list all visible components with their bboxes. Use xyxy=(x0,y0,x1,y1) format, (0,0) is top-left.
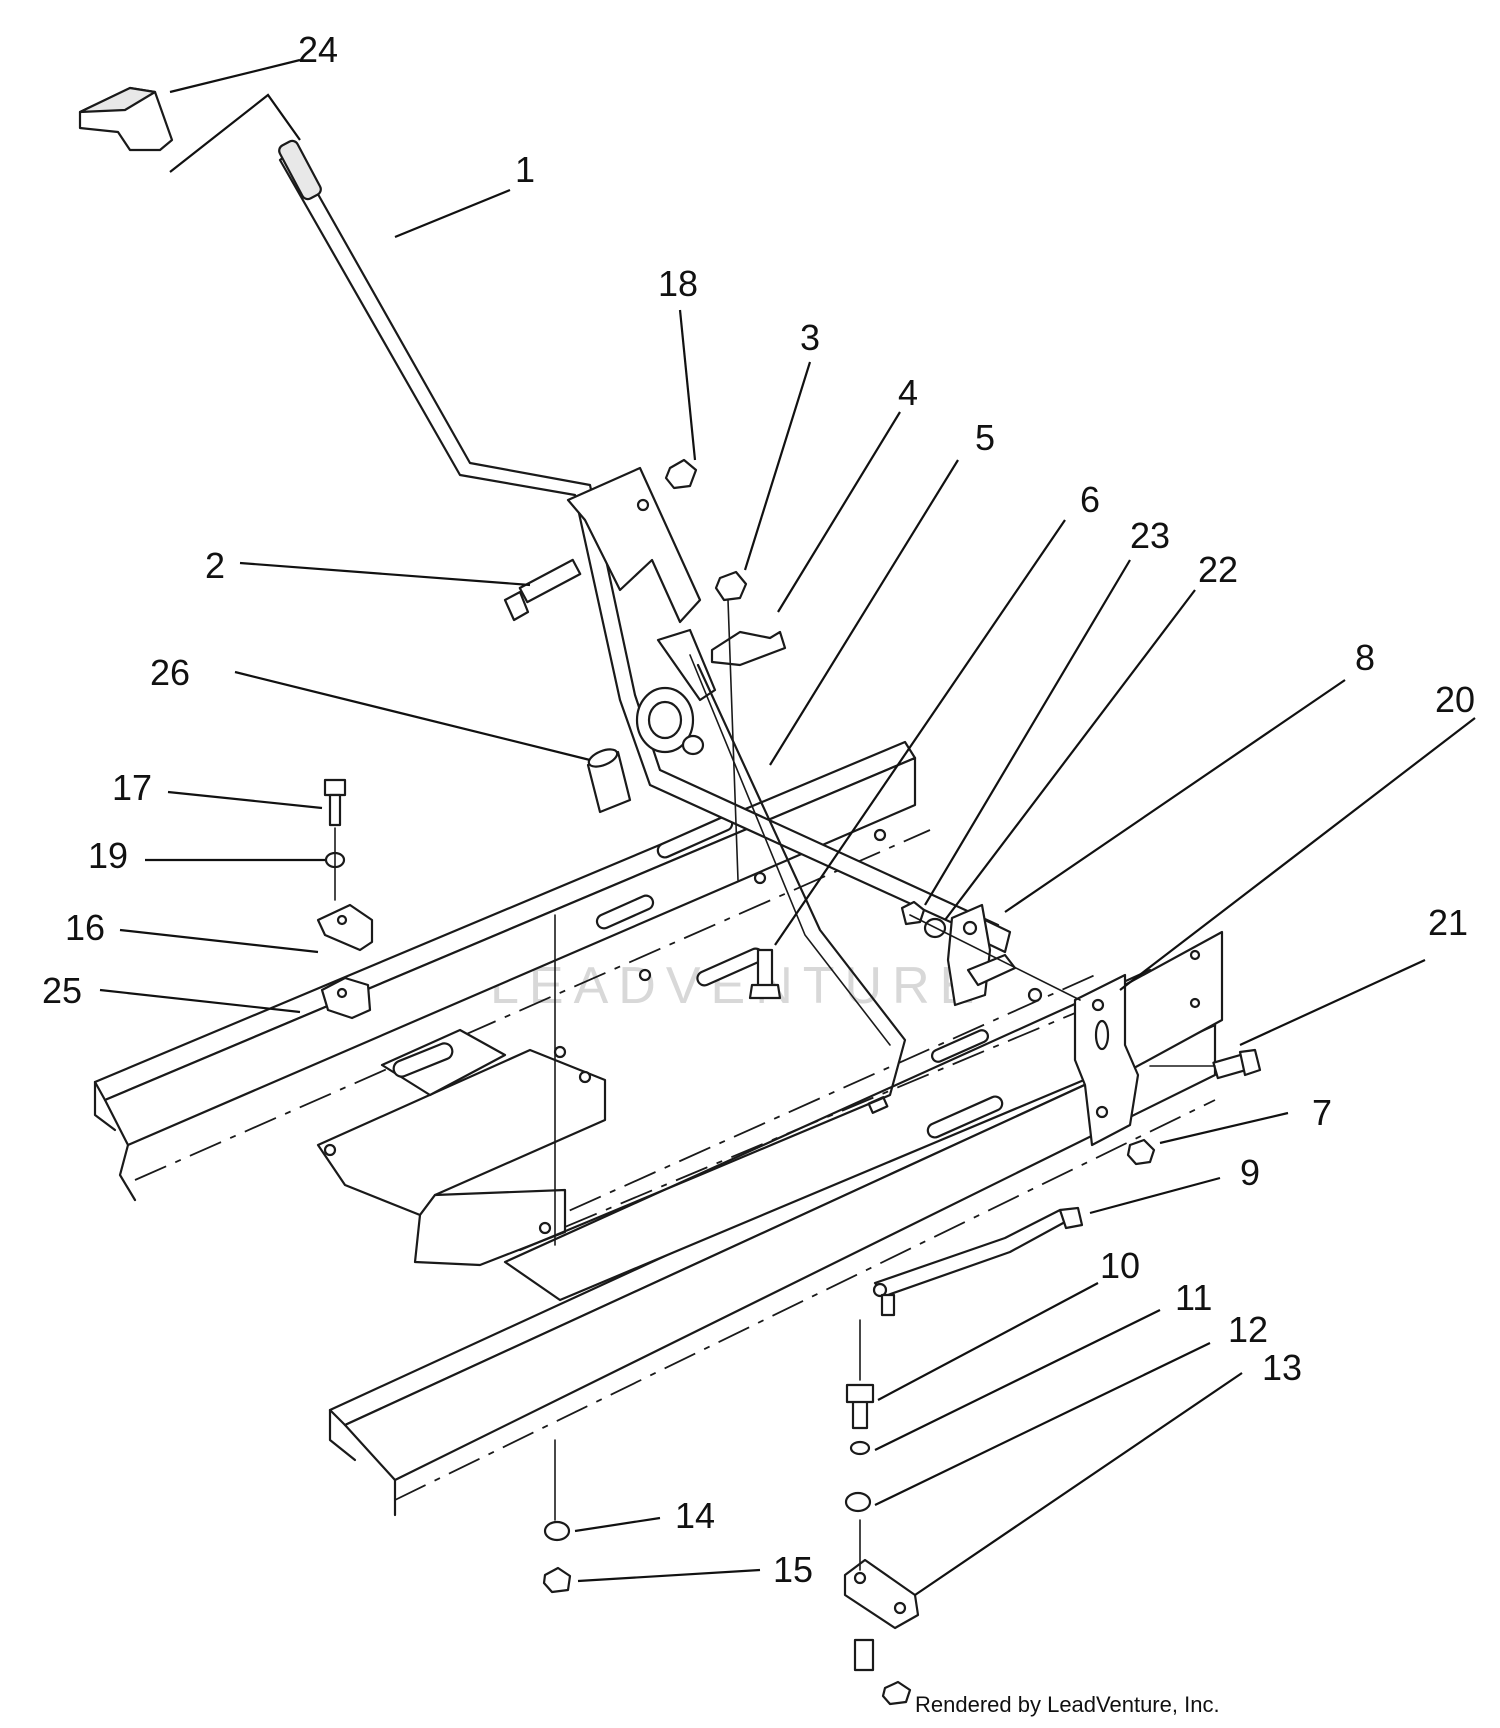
callout-1: 1 xyxy=(515,149,535,190)
part-17-bolt xyxy=(323,778,347,827)
leader-lines xyxy=(99,58,1476,1596)
part-2-bolt xyxy=(503,558,582,622)
shift-lever xyxy=(278,139,1012,954)
callout-4: 4 xyxy=(898,372,918,413)
part-7-nut xyxy=(1126,1138,1156,1166)
callout-21: 21 xyxy=(1428,902,1468,943)
part-15-nut xyxy=(542,1566,572,1594)
part-16-bracket xyxy=(316,903,374,952)
part-12-washer xyxy=(844,1491,872,1513)
callout-12: 12 xyxy=(1228,1309,1268,1350)
callout-26: 26 xyxy=(150,652,190,693)
pivot-assembly xyxy=(635,686,705,756)
part-10-bolt xyxy=(845,1383,875,1430)
part-6-bolt xyxy=(748,948,782,1000)
callout-14: 14 xyxy=(675,1495,715,1536)
callout-11: 11 xyxy=(1175,1277,1212,1318)
rail-slots xyxy=(418,815,1043,1212)
callout-10: 10 xyxy=(1100,1245,1140,1286)
callout-8: 8 xyxy=(1355,637,1375,678)
assembly-lines xyxy=(334,599,1216,1571)
part-11-washer xyxy=(849,1440,871,1456)
lever-bracket xyxy=(566,466,717,702)
callout-3: 3 xyxy=(800,317,820,358)
callout-23: 23 xyxy=(1130,515,1170,556)
callout-18: 18 xyxy=(658,263,698,304)
callout-9: 9 xyxy=(1240,1152,1260,1193)
callout-16: 16 xyxy=(65,907,105,948)
part-3-nut xyxy=(714,570,748,602)
part-8-bracket xyxy=(946,903,1017,1007)
callout-6: 6 xyxy=(1080,479,1100,520)
part-14-washer xyxy=(543,1520,571,1542)
part-9-link xyxy=(872,1206,1084,1317)
callout-17: 17 xyxy=(112,767,152,808)
part-13-link-plate xyxy=(843,1558,920,1672)
callout-15: 15 xyxy=(773,1549,813,1590)
part-21-bolt xyxy=(1212,1048,1262,1080)
part-4-clamp xyxy=(710,630,787,667)
callout-19: 19 xyxy=(88,835,128,876)
part-25-plate xyxy=(320,976,372,1020)
part-20-plate xyxy=(1073,973,1140,1147)
callout-24: 24 xyxy=(298,29,338,70)
callout-5: 5 xyxy=(975,417,995,458)
credit-text: Rendered by LeadVenture, Inc. xyxy=(915,1692,1220,1717)
callout-2: 2 xyxy=(205,545,225,586)
callout-22: 22 xyxy=(1198,549,1238,590)
cable xyxy=(518,663,907,1252)
lever-knob xyxy=(78,86,174,152)
callouts: 24 1 18 3 4 5 6 23 22 2 8 20 26 17 19 16… xyxy=(42,29,1475,1590)
frame-rails xyxy=(93,740,1224,1517)
pan-bracket xyxy=(316,1028,607,1267)
callout-25: 25 xyxy=(42,970,82,1011)
callout-20: 20 xyxy=(1435,679,1475,720)
part-26-spacer xyxy=(586,748,632,814)
callout-13: 13 xyxy=(1262,1347,1302,1388)
callout-7: 7 xyxy=(1312,1092,1332,1133)
bottom-nut xyxy=(881,1680,912,1706)
part-18-nut xyxy=(664,458,698,490)
